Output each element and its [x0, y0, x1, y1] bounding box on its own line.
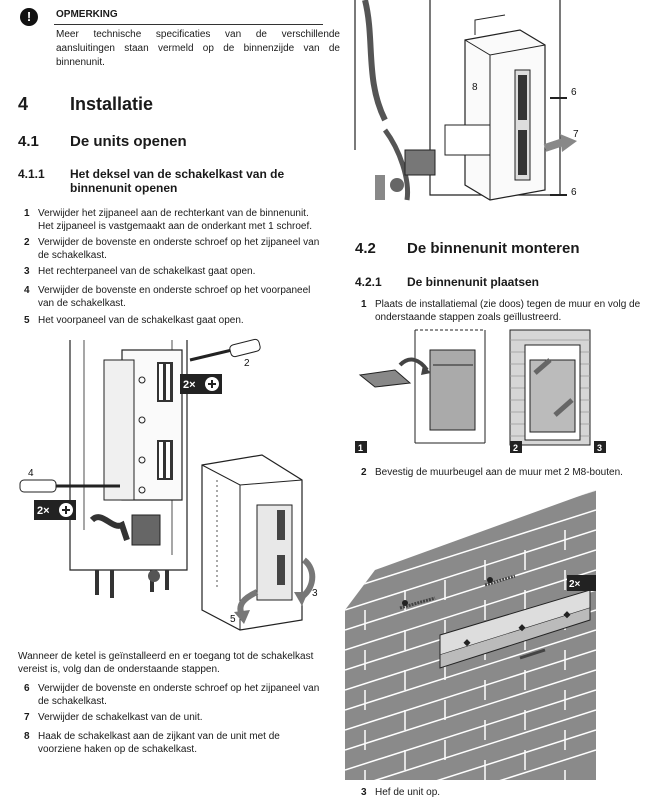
figure-wall-bracket: 2×: [345, 490, 596, 780]
intro-paragraph: Wanneer de ketel is geïnstalleerd en er …: [18, 651, 314, 675]
callout-6: 6: [571, 87, 577, 98]
panel-label-3: 3: [597, 443, 602, 453]
quantity-badge: 2×: [37, 505, 50, 517]
figure-open-switch-box: 2 2× 4 2× 3 5: [19, 338, 318, 631]
note-divider: [54, 24, 323, 25]
heading-section-4-1-1: 4.1.1 Het deksel van de schakelkast van …: [18, 167, 285, 195]
note-text: Meer technische specificaties van de ver…: [56, 29, 340, 68]
callout-7: 7: [573, 129, 579, 140]
callout-8: 8: [472, 82, 478, 93]
figure-installation-template: 1 2 3: [355, 329, 606, 453]
callout-5: 5: [230, 614, 236, 625]
panel-label-1: 1: [358, 443, 363, 453]
note-title: OPMERKING: [56, 9, 118, 20]
screw-plus-icon: [585, 575, 596, 591]
figure-remove-switch-box: 8 6 7 6: [354, 0, 579, 201]
callout-3: 3: [312, 588, 318, 599]
callout-4: 4: [28, 468, 34, 479]
panel-label-2: 2: [513, 443, 518, 453]
heading-section-4-2-1: 4.2.1 De binnenunit plaatsen: [355, 275, 540, 289]
left-column: ! OPMERKING Meer technische specificatie…: [0, 0, 340, 800]
quantity-badge: 2×: [569, 579, 581, 590]
callout-2: 2: [244, 358, 250, 369]
quantity-badge: 2×: [183, 379, 196, 391]
callout-6: 6: [571, 187, 577, 198]
exclamation-icon: !: [20, 8, 38, 26]
